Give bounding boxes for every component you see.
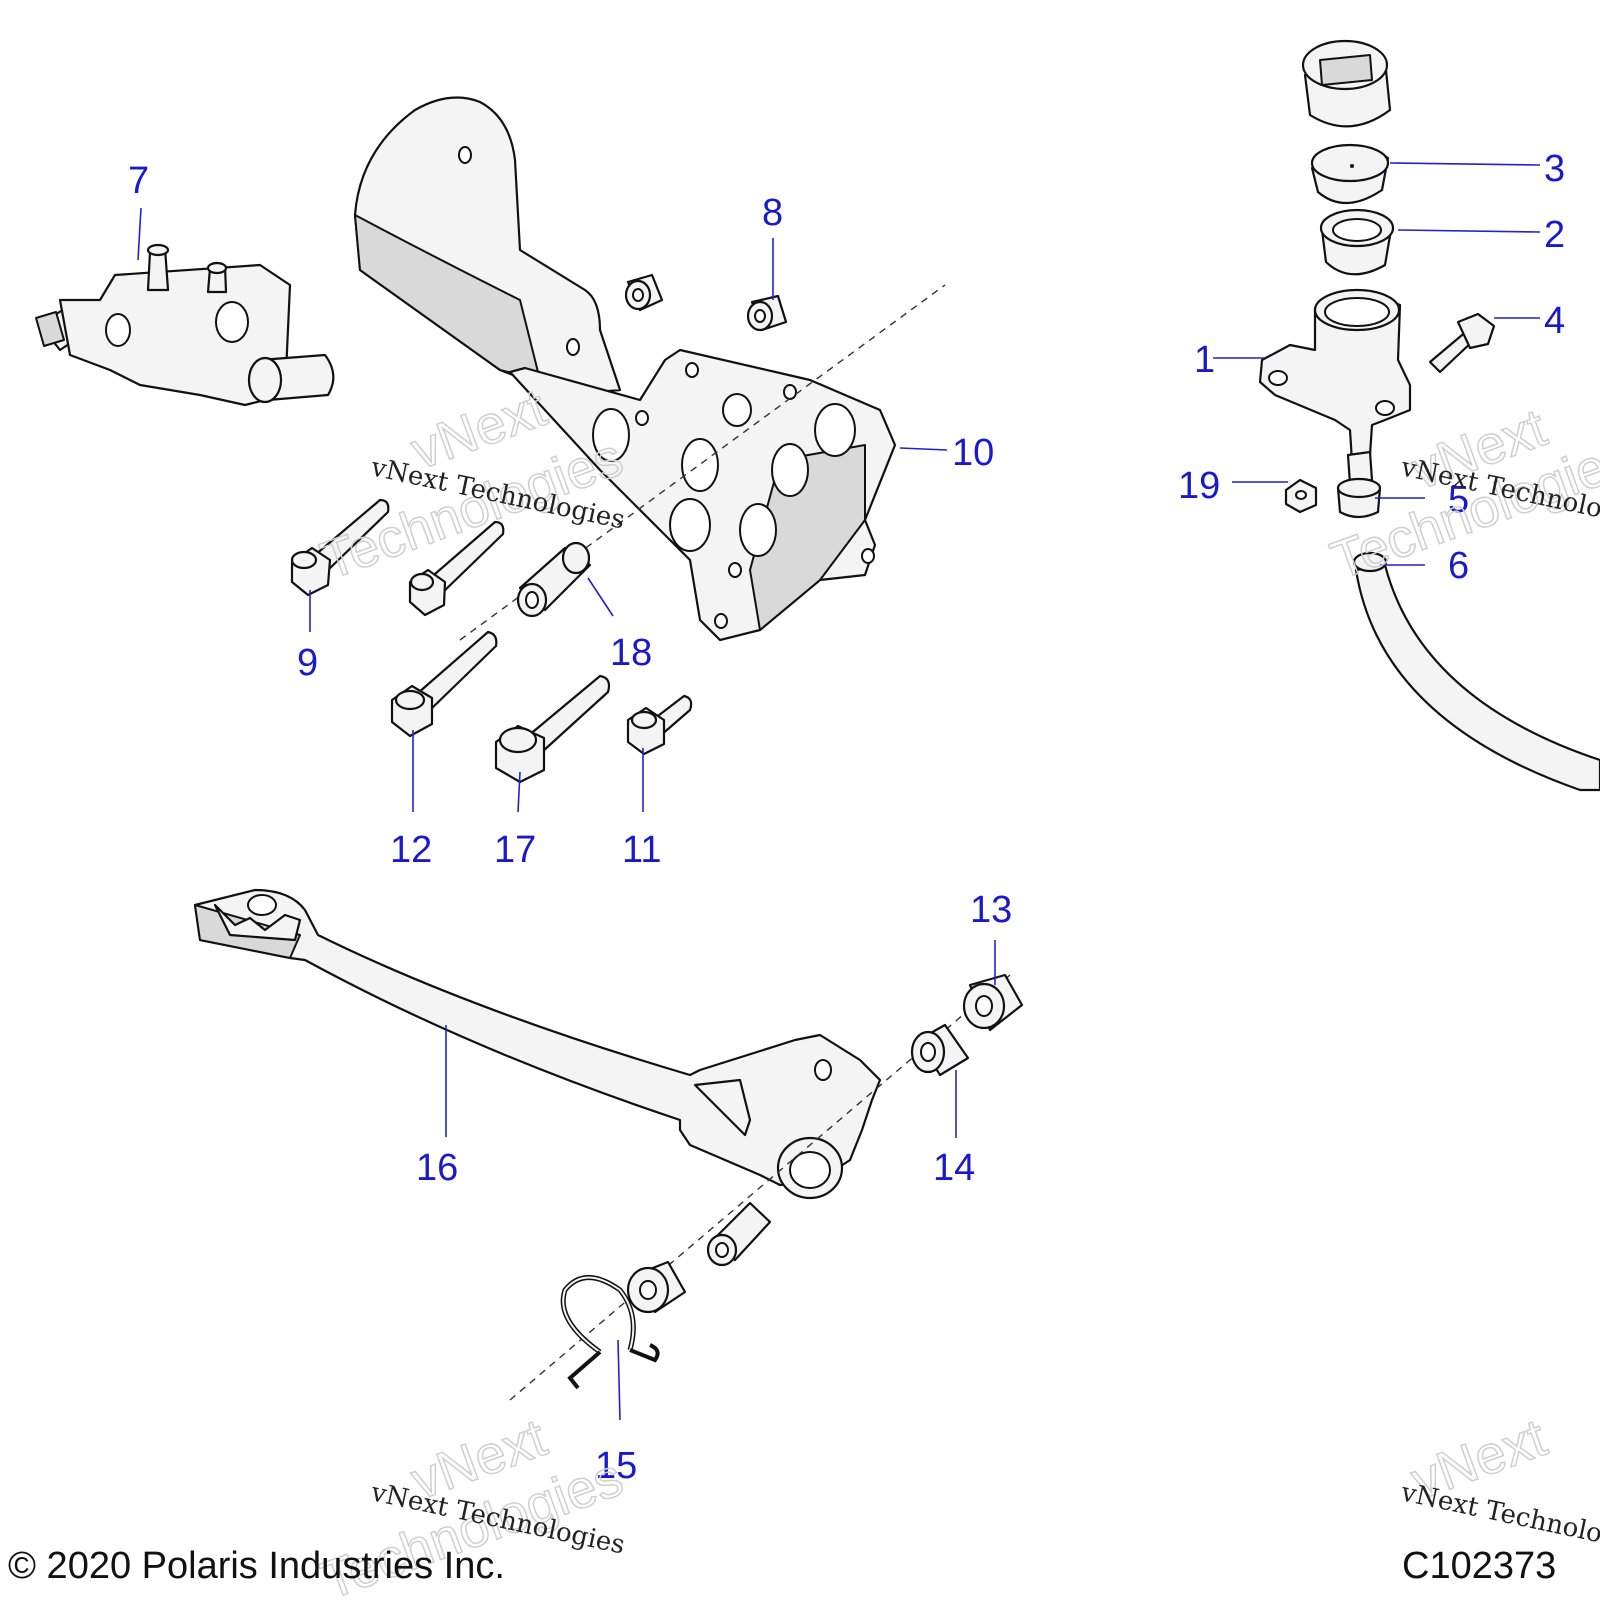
part-7-master-cylinder bbox=[35, 243, 335, 407]
copyright-text: © 2020 Polaris Industries Inc. bbox=[8, 1545, 505, 1587]
part-19-nut bbox=[1284, 478, 1318, 514]
part-2-plate bbox=[1319, 208, 1395, 276]
part-15-return-spring bbox=[560, 1275, 660, 1390]
callout-7: 7 bbox=[128, 160, 149, 202]
callout-18: 18 bbox=[610, 632, 652, 674]
callout-19: 19 bbox=[1178, 465, 1220, 507]
callout-14: 14 bbox=[933, 1147, 975, 1189]
part-11-bolt bbox=[626, 694, 693, 756]
lower-sleeve bbox=[706, 1201, 772, 1267]
callout-1: 1 bbox=[1194, 339, 1215, 381]
drawing-code: C102373 bbox=[1402, 1545, 1556, 1587]
callout-10: 10 bbox=[952, 432, 994, 474]
callout-6: 6 bbox=[1448, 545, 1469, 587]
part-3-diaphragm bbox=[1310, 143, 1390, 205]
part-13-bushing bbox=[962, 973, 1024, 1032]
part-8-bushings bbox=[624, 273, 788, 332]
callout-17: 17 bbox=[494, 829, 536, 871]
callout-16: 16 bbox=[416, 1147, 458, 1189]
callout-13: 13 bbox=[970, 889, 1012, 931]
lower-washer bbox=[626, 1260, 687, 1314]
callout-11: 11 bbox=[622, 829, 661, 871]
part-17-bolt bbox=[494, 674, 611, 784]
callout-5: 5 bbox=[1448, 479, 1469, 521]
part-14-bushing bbox=[910, 1023, 970, 1077]
callout-9: 9 bbox=[297, 642, 318, 684]
callout-3: 3 bbox=[1544, 148, 1565, 190]
leader-lines bbox=[137, 162, 1541, 1421]
watermarks: vNext Technologies vNext Technologies vN… bbox=[313, 377, 1600, 1600]
callout-numbers: 1 2 3 4 5 6 7 8 9 10 11 12 13 14 15 16 1… bbox=[128, 148, 1565, 1487]
part-9-bolts bbox=[290, 498, 505, 617]
callout-15: 15 bbox=[595, 1445, 637, 1487]
part-16-brake-pedal bbox=[193, 888, 882, 1200]
part-4-bolt bbox=[1428, 312, 1496, 374]
reservoir-cap bbox=[1301, 39, 1392, 128]
part-6-hose bbox=[1352, 551, 1600, 792]
part-10-pedal-bracket bbox=[353, 96, 897, 642]
callout-8: 8 bbox=[762, 192, 783, 234]
callout-4: 4 bbox=[1544, 300, 1565, 342]
pivot-axis-upper bbox=[459, 284, 946, 641]
part-5-clamp bbox=[1336, 477, 1382, 519]
callout-12: 12 bbox=[390, 829, 432, 871]
part-12-bolt bbox=[390, 630, 498, 738]
callout-2: 2 bbox=[1544, 214, 1565, 256]
part-1-reservoir bbox=[1258, 288, 1412, 486]
part-18-sleeve bbox=[516, 541, 592, 618]
